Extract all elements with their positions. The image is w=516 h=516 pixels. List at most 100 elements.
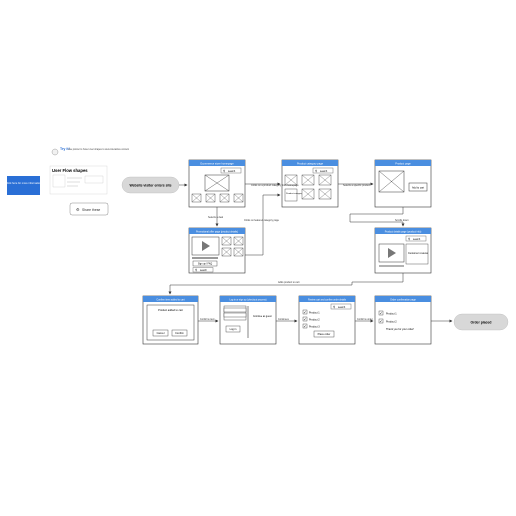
thank-you-text: Thank you for your order! xyxy=(386,328,414,331)
checkbox-2 xyxy=(378,318,384,324)
confirm-item-1: Product 1 xyxy=(386,312,397,315)
screen-category: Product category page ⚲ search Product c… xyxy=(281,159,339,208)
edge-label-home-category: Clicks on a product category from homepa… xyxy=(251,184,299,187)
play-icon xyxy=(388,248,396,258)
edge-label-review-confirm: Confirms order xyxy=(357,318,373,321)
review-search-label: search xyxy=(338,306,346,309)
email-field[interactable] xyxy=(223,307,247,313)
homepage-title: Ecommerce store homepage xyxy=(200,161,234,165)
login-button[interactable] xyxy=(225,325,241,333)
play-icon xyxy=(202,241,210,251)
details-title: Product details page (product info) xyxy=(385,230,422,233)
search-icon: ⚲ xyxy=(315,169,317,173)
login-button-label: Log in xyxy=(230,328,237,331)
homepage-thumbnails xyxy=(191,193,244,203)
category-product-label: Product category xyxy=(286,192,303,195)
guest-text: Continue as guest xyxy=(253,315,272,318)
screen-cart: Confirm item added to cart ⊠ Product add… xyxy=(142,295,199,345)
shapes-card-title: User Flow shapes xyxy=(52,168,88,173)
category-search-label: search xyxy=(320,170,328,173)
checkbox-1 xyxy=(378,310,384,316)
share-label: Share these xyxy=(82,208,100,212)
category-grid: Product category xyxy=(284,174,332,202)
check-icon: ✓ xyxy=(304,318,307,322)
checkbox-3[interactable] xyxy=(302,323,308,329)
search-icon: ⚲ xyxy=(408,237,410,241)
screen-login: Log in or sign up (checkout process) Con… xyxy=(219,295,277,345)
login-title: Log in or sign up (checkout process) xyxy=(229,298,266,301)
info-note-text: Click here for more information xyxy=(6,181,42,185)
place-order-label: Place order xyxy=(318,333,331,336)
reviews-box xyxy=(405,243,429,265)
review-item-2: Product 2 xyxy=(309,318,320,321)
review-title: Review cart and confirm order details xyxy=(308,298,347,301)
search-icon: ⚲ xyxy=(223,169,225,173)
screen-product: Product page Add to cart xyxy=(374,159,432,208)
add-to-cart-button[interactable] xyxy=(408,182,428,192)
add-to-cart-label: Add to cart xyxy=(412,186,424,189)
share-icon: ⚙ xyxy=(76,207,80,212)
edge-promo-category xyxy=(245,193,281,256)
screen-homepage: Ecommerce store homepage ⚲ search xyxy=(188,159,246,208)
share-button[interactable] xyxy=(69,202,109,216)
category-search[interactable] xyxy=(312,167,334,174)
signup-button[interactable] xyxy=(192,260,218,267)
promo-title: Promotional offer page (product details) xyxy=(196,230,238,233)
screen-order-confirmation: Order confirmation page ✓ Product 1 ✓ Pr… xyxy=(374,295,432,345)
homepage-search[interactable] xyxy=(220,167,242,174)
screen-promo: Promotional offer page (product details)… xyxy=(188,227,246,274)
cart-title: Confirm item added to cart xyxy=(156,298,185,301)
edge-label-login-review: Continues xyxy=(278,318,290,321)
review-item-1: Product 1 xyxy=(309,311,320,314)
place-order-button[interactable] xyxy=(313,330,335,338)
confirmation-title: Order confirmation page xyxy=(390,298,416,301)
product-title: Product page xyxy=(395,161,411,165)
edge-product-details xyxy=(349,207,405,227)
end-node-label: Order placed xyxy=(471,321,492,325)
cart-text: Product added to cart xyxy=(158,308,183,312)
legend: Click here for more information Try it! … xyxy=(6,147,129,216)
sample-screen-shape xyxy=(52,174,66,188)
confirm-label: Confirm xyxy=(175,332,184,335)
check-icon: ✓ xyxy=(304,311,307,315)
confirm-button[interactable] xyxy=(171,329,188,337)
cancel-button[interactable] xyxy=(152,329,169,337)
flow-connectors xyxy=(168,182,453,323)
edge-label-cart-login: Confirms item xyxy=(200,318,215,321)
start-node: Website visitor enters site xyxy=(121,176,180,194)
edge-labels: Clicks on a product category from homepa… xyxy=(200,184,409,321)
edge-label-product-details: Scrolls down xyxy=(395,219,409,222)
cancel-label: Cancel xyxy=(157,332,165,335)
sample-action-shape xyxy=(84,175,104,184)
check-icon: ✓ xyxy=(304,325,307,329)
check-icon: ✓ xyxy=(380,320,383,324)
edge-label-details-cart: Adds product to cart xyxy=(278,281,300,284)
screen-details: Product details page (product info) ⚲ se… xyxy=(374,227,432,274)
promo-search-label: search xyxy=(200,269,208,272)
details-search-label: search xyxy=(413,238,421,241)
checkbox-1[interactable] xyxy=(302,309,308,315)
checkbox-2[interactable] xyxy=(302,316,308,322)
info-note[interactable] xyxy=(7,176,40,195)
category-title: Product category page xyxy=(297,161,324,165)
edge-label-category-product: Selects a specific product xyxy=(343,184,370,187)
details-search[interactable] xyxy=(405,235,427,242)
screen-review: Review cart and confirm order details ⚲ … xyxy=(298,295,356,345)
edge-label-home-promo: Selects a deal xyxy=(208,216,223,219)
pointer-icon xyxy=(51,148,59,156)
edge-label-promo-category: Clicks on featured category page xyxy=(244,219,280,222)
review-item-3: Product 3 xyxy=(309,325,320,328)
review-search[interactable] xyxy=(330,303,352,310)
end-node: Order placed xyxy=(453,313,509,331)
start-node-label: Website visitor enters site xyxy=(130,184,172,188)
promo-search[interactable] xyxy=(192,267,214,273)
confirm-item-2: Product 2 xyxy=(386,320,397,323)
search-icon: ⚲ xyxy=(195,268,197,272)
try-it-text: Use pointer to hover over shapes to view… xyxy=(68,148,129,151)
edge-details-cart xyxy=(168,273,404,295)
reviews-text: Customer reviews xyxy=(408,252,429,255)
search-icon: ⚲ xyxy=(333,305,335,309)
password-field[interactable] xyxy=(223,312,247,318)
try-it-badge: Try it! xyxy=(60,147,70,151)
